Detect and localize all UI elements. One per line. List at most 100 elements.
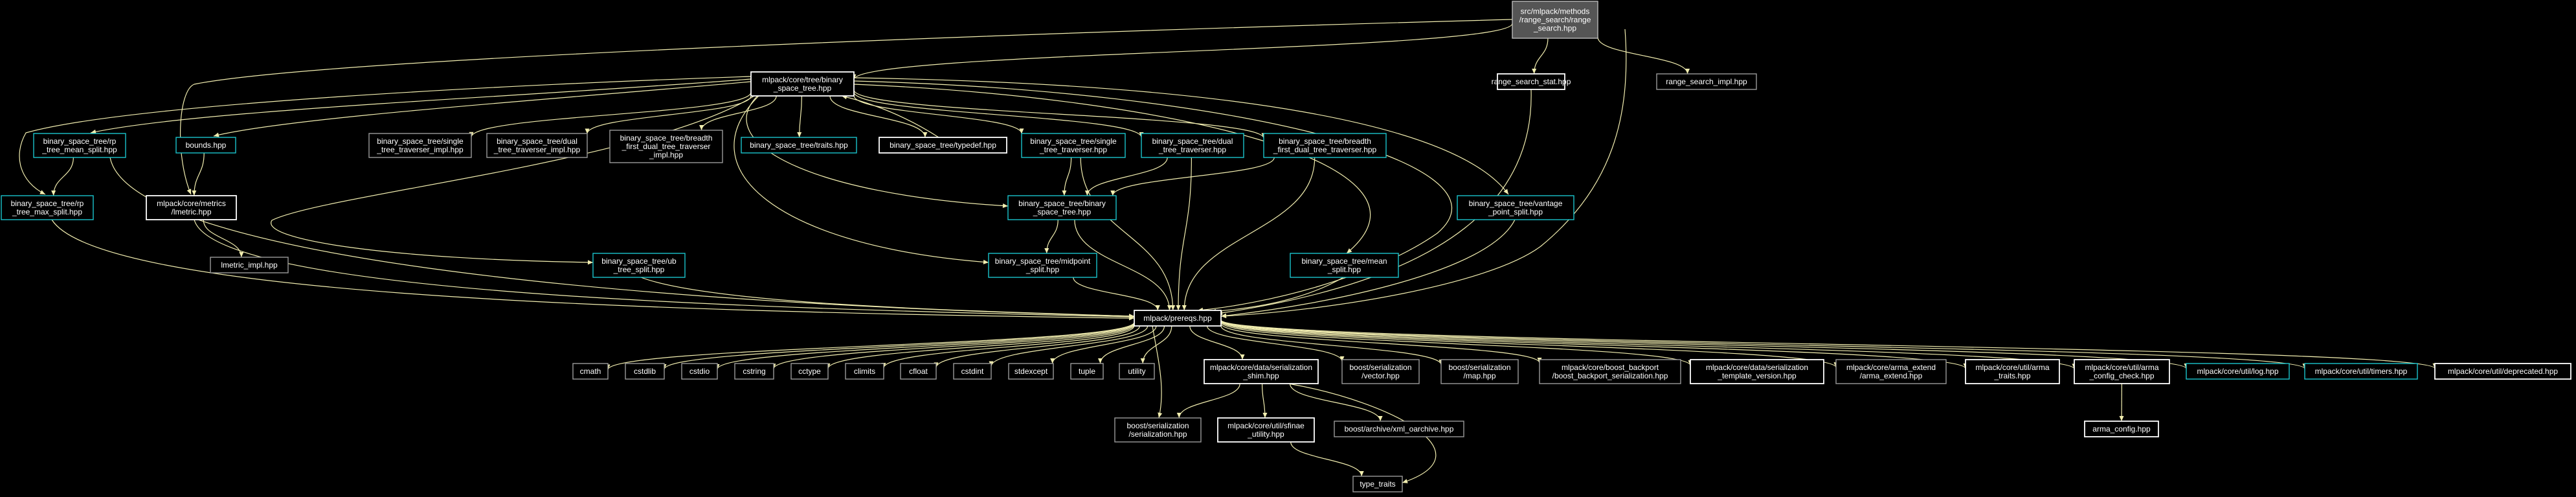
node-label-line: range_search_stat.hpp [1492, 77, 1571, 86]
node-label-line: _traits.hpp [1993, 371, 2030, 380]
node-cfloat[interactable]: cfloat [900, 363, 937, 380]
node-rp_mean[interactable]: binary_space_tree/rp_tree_mean_split.hpp [33, 133, 126, 158]
node-vantage[interactable]: binary_space_tree/vantage_point_split.hp… [1457, 195, 1574, 220]
node-box [368, 133, 472, 158]
node-cstdlib[interactable]: cstdlib [625, 363, 665, 380]
node-cstring[interactable]: cstring [734, 363, 774, 380]
node-arma_extend[interactable]: mlpack/core/arma_extend/arma_extend.hpp [1835, 359, 1947, 384]
edge-line [203, 219, 242, 258]
edge-bst-to-bf_impl [699, 95, 777, 131]
edge-line [1220, 321, 1837, 368]
node-ser[interactable]: boost/serialization/serialization.hpp [1114, 417, 1202, 443]
node-vector[interactable]: boost/serialization/vector.hpp [1341, 359, 1420, 384]
edge-line [1216, 89, 1532, 314]
node-template_version[interactable]: mlpack/core/data/serialization_template_… [1690, 359, 1824, 384]
node-rs_stat[interactable]: range_search_stat.hpp [1492, 73, 1571, 90]
node-arma_traits[interactable]: mlpack/core/util/arma_traits.hpp [1965, 359, 2060, 384]
edge-line [841, 95, 939, 138]
node-rs_impl[interactable]: range_search_impl.hpp [1656, 73, 1757, 90]
node-mean[interactable]: binary_space_tree/mean_split.hpp [1290, 253, 1399, 278]
node-box [1440, 359, 1519, 384]
node-single[interactable]: binary_space_tree/single_tree_traverser.… [1021, 133, 1126, 158]
node-label-line: cstdio [689, 367, 710, 376]
node-typedef[interactable]: binary_space_tree/typedef.hpp [879, 137, 1007, 154]
node-box [146, 195, 237, 220]
edge-arrowhead [2119, 416, 2124, 421]
edge-arrowhead [1532, 69, 1537, 74]
node-label-line: mlpack/core/util/deprecated.hpp [2448, 367, 2558, 376]
edge-sfinae-to-type_traits [1290, 441, 1364, 477]
edge-arrowhead [1044, 248, 1049, 253]
node-cctype[interactable]: cctype [790, 363, 829, 380]
node-box [681, 363, 718, 380]
edge-line [853, 89, 1264, 139]
node-label-line: binary_space_tree/dual [497, 137, 577, 146]
edge-bst2-to-midpoint [1044, 219, 1058, 254]
edge-bst-to-bounds [213, 81, 752, 137]
node-bf[interactable]: binary_space_tree/breadth_first_dual_tre… [1263, 133, 1387, 158]
node-ub[interactable]: binary_space_tree/ub_tree_split.hpp [592, 253, 686, 278]
node-lmetric[interactable]: mlpack/core/metrics/lmetric.hpp [146, 195, 237, 220]
node-box [900, 363, 937, 380]
node-rp_max[interactable]: binary_space_tree/rp_tree_max_split.hpp [1, 195, 94, 220]
node-utility[interactable]: utility [1119, 363, 1155, 380]
edge-line [90, 78, 752, 133]
node-cmath[interactable]: cmath [572, 363, 609, 380]
node-dual_impl[interactable]: binary_space_tree/dual_tree_traverser_im… [486, 133, 588, 158]
edge-line [53, 157, 74, 196]
node-label-line: mlpack/core/util/timers.hpp [2315, 367, 2408, 376]
node-box [734, 363, 774, 380]
node-cstdint[interactable]: cstdint [953, 363, 992, 380]
node-arma_config[interactable]: arma_config.hpp [2084, 421, 2159, 437]
node-label-line: /boost_backport_serialization.hpp [1552, 371, 1668, 380]
edge-line [700, 95, 777, 131]
node-label-line: _space_tree.hpp [773, 84, 832, 93]
node-box [1, 195, 94, 220]
node-shim[interactable]: mlpack/core/data/serialization_shim.hpp [1204, 359, 1319, 384]
node-box [1070, 363, 1104, 380]
node-xml[interactable]: boost/archive/xml_oarchive.hpp [1334, 421, 1464, 437]
node-label-line: mlpack/core/data/serialization [1210, 363, 1312, 372]
node-dual[interactable]: binary_space_tree/dual_tree_traverser.hp… [1141, 133, 1244, 158]
node-arma_config_check[interactable]: mlpack/core/util/arma_config_check.hpp [2074, 359, 2170, 384]
node-prereqs[interactable]: mlpack/prereqs.hpp [1134, 310, 1222, 327]
node-cstdio[interactable]: cstdio [681, 363, 718, 380]
edge-ub-to-prereqs [640, 277, 1135, 319]
node-bst[interactable]: mlpack/core/tree/binary_space_tree.hpp [750, 71, 855, 97]
node-label-line: binary_space_tree/midpoint [995, 257, 1091, 266]
edge-bst-to-rp_mean [90, 78, 752, 134]
node-label-line: climits [854, 367, 875, 376]
node-box [953, 363, 992, 380]
node-log[interactable]: mlpack/core/util/log.hpp [2186, 363, 2290, 380]
node-box [2084, 421, 2159, 437]
node-tuple[interactable]: tuple [1070, 363, 1104, 380]
node-lmetric_impl[interactable]: lmetric_impl.hpp [210, 257, 289, 273]
edge-arrowhead [1170, 305, 1176, 310]
node-backport[interactable]: mlpack/core/boost_backport/boost_backpor… [1539, 359, 1681, 384]
node-box [175, 137, 236, 154]
edge-line [1220, 321, 1691, 366]
node-map[interactable]: boost/serialization/map.hpp [1440, 359, 1519, 384]
node-traits[interactable]: binary_space_tree/traits.hpp [741, 137, 857, 154]
edge-line [853, 84, 1371, 254]
node-label-line: mlpack/core/data/serialization [1706, 363, 1808, 372]
node-single_impl[interactable]: binary_space_tree/single_tree_traverser_… [368, 133, 472, 158]
edge-line [991, 325, 1148, 367]
node-timers[interactable]: mlpack/core/util/timers.hpp [2304, 363, 2418, 380]
node-bst2[interactable]: binary_space_tree/binary_space_tree.hpp [1007, 195, 1117, 220]
node-bf_impl[interactable]: binary_space_tree/breadth_first_dual_tre… [609, 130, 723, 163]
edge-line [19, 76, 752, 195]
edge-line [1220, 29, 1627, 317]
edge-arrowhead [797, 132, 802, 137]
node-sfinae[interactable]: mlpack/core/util/sfinae_utility.hpp [1217, 417, 1315, 443]
edge-line [1112, 157, 1275, 196]
node-climits[interactable]: climits [845, 363, 884, 380]
node-midpoint[interactable]: binary_space_tree/midpoint_split.hpp [988, 253, 1097, 278]
edge-line [213, 81, 752, 137]
node-type_traits[interactable]: type_traits [1352, 476, 1403, 492]
node-stdexcept[interactable]: stdexcept [1008, 363, 1054, 380]
edge-arrowhead [1221, 313, 1227, 318]
node-deprecated[interactable]: mlpack/core/util/deprecated.hpp [2434, 363, 2571, 380]
node-bounds[interactable]: bounds.hpp [175, 137, 236, 154]
edge-arrowhead [1182, 305, 1187, 310]
